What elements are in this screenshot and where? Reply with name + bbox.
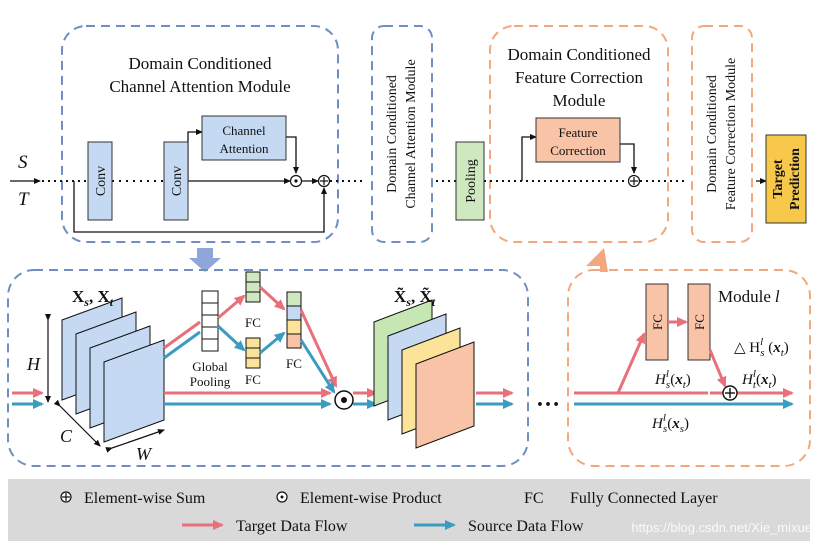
- feature-correction-label-2: Correction: [550, 143, 606, 158]
- legend-fc-label: Fully Connected Layer: [570, 490, 718, 507]
- product-node: [334, 390, 354, 410]
- feature-correction-module-box: [489, 25, 669, 243]
- channel-attention-block: [201, 115, 287, 161]
- watermark: https://blog.csdn.net/Xie_mixue: [631, 520, 812, 535]
- global-pooling-label-1: Global: [192, 359, 228, 374]
- feature-correction-vertical-line2: Feature Correction Module: [724, 58, 739, 210]
- sum-symbol: [317, 174, 331, 188]
- fc-block-2-label: FC: [692, 314, 707, 330]
- sum-symbol-2: [627, 174, 641, 188]
- features-out-label: X̃s, X̃t: [394, 286, 436, 309]
- channel-attention-label-2: Attention: [219, 141, 269, 156]
- global-pooling-vector: [201, 290, 219, 352]
- conv-label-1: Conv: [94, 166, 109, 196]
- channel-attention-module-box: [61, 25, 339, 243]
- fc-target-vector: [245, 271, 261, 303]
- feature-correction-title-line2: Feature Correction: [515, 68, 643, 87]
- channel-attention-vertical-line1: Domain Conditioned: [385, 75, 400, 193]
- features-in-label: Xs, Xt: [72, 287, 114, 309]
- global-pooling-label-2: Pooling: [190, 374, 231, 389]
- dim-w-label: W: [136, 444, 153, 464]
- input-feature-stack: [61, 297, 165, 443]
- legend-sum-symbol: [60, 491, 72, 503]
- fc-block-1-label: FC: [650, 314, 665, 330]
- feature-correction-title-line3: Module: [553, 91, 606, 110]
- feature-correction-block: [535, 117, 621, 163]
- conv-block-2: [163, 141, 189, 221]
- dim-c-arrow: [53, 399, 101, 447]
- feature-correction-title-line1: Domain Conditioned: [507, 45, 651, 64]
- feature-correction-vertical-line1: Domain Conditioned: [705, 75, 720, 193]
- pooling-block: [455, 141, 485, 221]
- input-target-label: T: [18, 189, 30, 210]
- dim-w-arrow: [105, 429, 165, 453]
- fc-merged-label: FC: [286, 356, 302, 371]
- channel-attention-detail-box: [7, 269, 529, 467]
- conv-block-1: [87, 141, 113, 221]
- target-prediction-label-2: Prediction: [788, 148, 803, 210]
- dim-c-label: C: [60, 426, 73, 446]
- channel-attention-title-line2: Channel Attention Module: [109, 77, 290, 96]
- legend-sum-label: Element-wise Sum: [84, 490, 206, 507]
- legend-product-label: Element-wise Product: [300, 490, 442, 507]
- legend-panel: [8, 479, 810, 541]
- expand-arrow-orange: [586, 248, 608, 272]
- fc-source-label: FC: [245, 372, 261, 387]
- feature-correction-module-box-collapsed: [691, 25, 753, 243]
- ellipsis: …: [536, 386, 560, 412]
- channel-attention-label-1: Channel: [222, 123, 266, 138]
- conv-label-2: Conv: [170, 166, 185, 196]
- channel-attention-module-box-collapsed: [371, 25, 433, 243]
- legend-source-label: Source Data Flow: [468, 518, 584, 535]
- channel-attention-vertical-line2: Channel Attention Module: [404, 59, 419, 208]
- legend-target-label: Target Data Flow: [236, 518, 348, 535]
- product-symbol: [289, 174, 303, 188]
- channel-attention-title-line1: Domain Conditioned: [128, 54, 272, 73]
- fc-merged-vector: [286, 291, 302, 349]
- fc-target-label: FC: [245, 315, 261, 330]
- output-feature-stack: [373, 299, 475, 449]
- legend-product-symbol: [276, 491, 288, 503]
- dim-h-label: H: [26, 354, 41, 374]
- fc-block-2: [687, 283, 711, 361]
- pooling-label: Pooling: [464, 159, 479, 203]
- feature-correction-detail-box: [567, 269, 811, 467]
- target-prediction-label-1: Target: [771, 159, 786, 198]
- sum-node: [722, 385, 738, 401]
- expand-arrow-blue: [189, 248, 221, 272]
- skip-connection: [73, 181, 327, 233]
- feature-correction-label-1: Feature: [559, 125, 598, 140]
- target-prediction-block: [765, 134, 807, 224]
- input-source-label: S: [18, 152, 28, 173]
- legend-fc-abbr: FC: [524, 490, 544, 507]
- fc-source-vector: [245, 337, 261, 369]
